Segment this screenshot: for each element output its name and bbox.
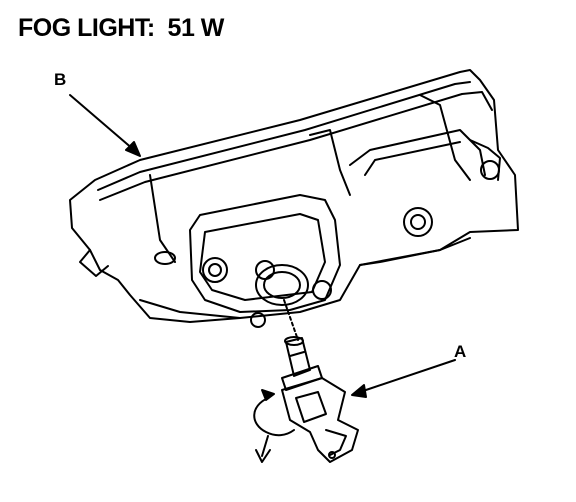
page-title: FOG LIGHT: 51 W [18,14,224,42]
leader-line-b [69,94,141,157]
callout-label-b: B [54,70,67,89]
bulb-socket [281,377,359,463]
fog-light-housing [69,69,519,328]
callout-label-a: A [454,342,467,361]
rotate-arrow-icon [253,389,295,463]
fog-bulb [281,299,323,391]
leader-line-a [351,359,456,398]
